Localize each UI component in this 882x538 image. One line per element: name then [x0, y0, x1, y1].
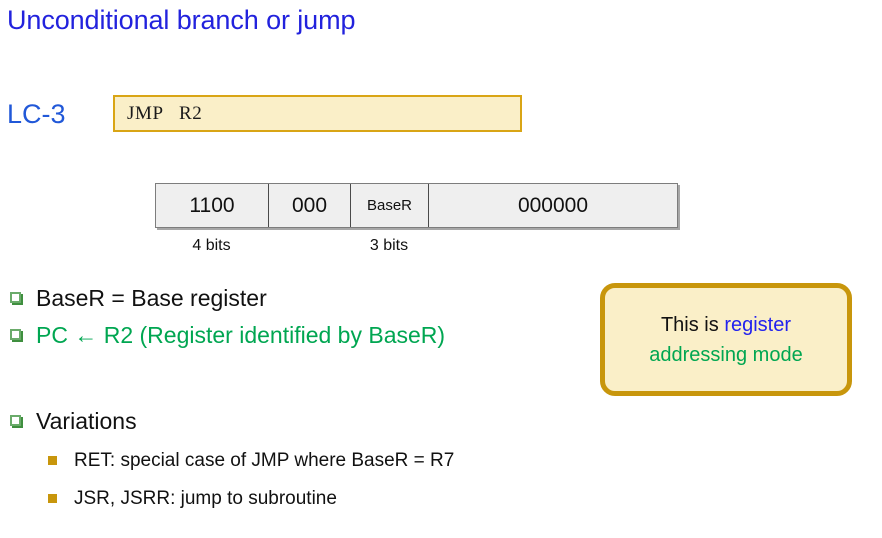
sub-bullet-square-icon [48, 456, 57, 465]
bullet-square-icon [10, 415, 21, 426]
callout-box: This is register addressing mode [600, 283, 852, 396]
encoding-field-baser: BaseR [351, 184, 429, 227]
list-item-label: RET: special case of JMP where BaseR = R… [74, 450, 455, 471]
list-item-label: JSR, JSRR: jump to subroutine [74, 488, 337, 509]
list-item: Variations [10, 406, 137, 436]
callout-text-highlight: register [724, 313, 792, 336]
bullet-square-icon [10, 292, 21, 303]
bullet-square-icon [10, 329, 21, 340]
callout-line-1: This is register [661, 310, 791, 340]
isa-label: LC-3 [7, 99, 66, 129]
list-item-label: BaseR = Base register [36, 285, 267, 311]
encoding-field-zeros-high: 000 [269, 184, 351, 227]
bit-width-caption-opcode: 4 bits [192, 237, 231, 254]
encoding-field-zeros-low: 000000 [517, 193, 589, 217]
list-item: RET: special case of JMP where BaseR = R… [48, 447, 454, 474]
encoding-field-opcode: 1100 [156, 184, 269, 227]
list-item: PC ← R2 (Register identified by BaseR) [10, 320, 445, 350]
assembly-instruction-text: JMP R2 [127, 102, 203, 124]
page-title: Unconditional branch or jump [7, 5, 356, 35]
instruction-encoding-table: 1100 000 BaseR 000000 [155, 183, 678, 228]
list-item-label: Variations [36, 408, 137, 434]
callout-line-2: addressing mode [649, 343, 803, 366]
list-item-label: PC ← R2 (Register identified by BaseR) [36, 322, 446, 348]
list-item: JSR, JSRR: jump to subroutine [48, 485, 337, 512]
sub-bullet-square-icon [48, 494, 57, 503]
callout-text-plain: This is [660, 313, 725, 336]
bit-width-caption-baser: 3 bits [369, 237, 409, 254]
list-item: BaseR = Base register [10, 283, 267, 313]
assembly-instruction-box: JMP R2 [113, 95, 522, 132]
